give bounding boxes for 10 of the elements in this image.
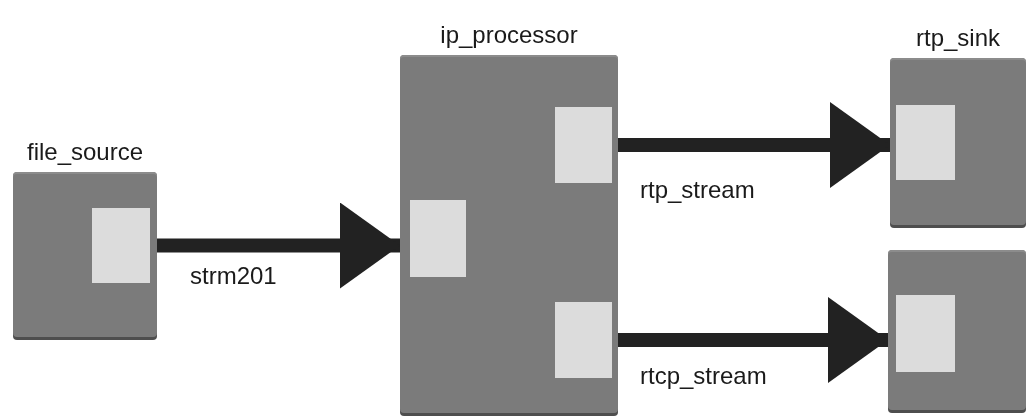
- port-square: [555, 107, 612, 183]
- port-square: [896, 295, 955, 372]
- port-square: [555, 302, 612, 378]
- port-square: [410, 200, 466, 277]
- port-square: [92, 208, 150, 283]
- port-square: [896, 105, 955, 180]
- component-box: [888, 250, 1026, 410]
- component-title: rtp_sink: [916, 24, 1000, 52]
- component-title: ip_processor: [440, 21, 578, 49]
- component-title: file_source: [26, 138, 144, 166]
